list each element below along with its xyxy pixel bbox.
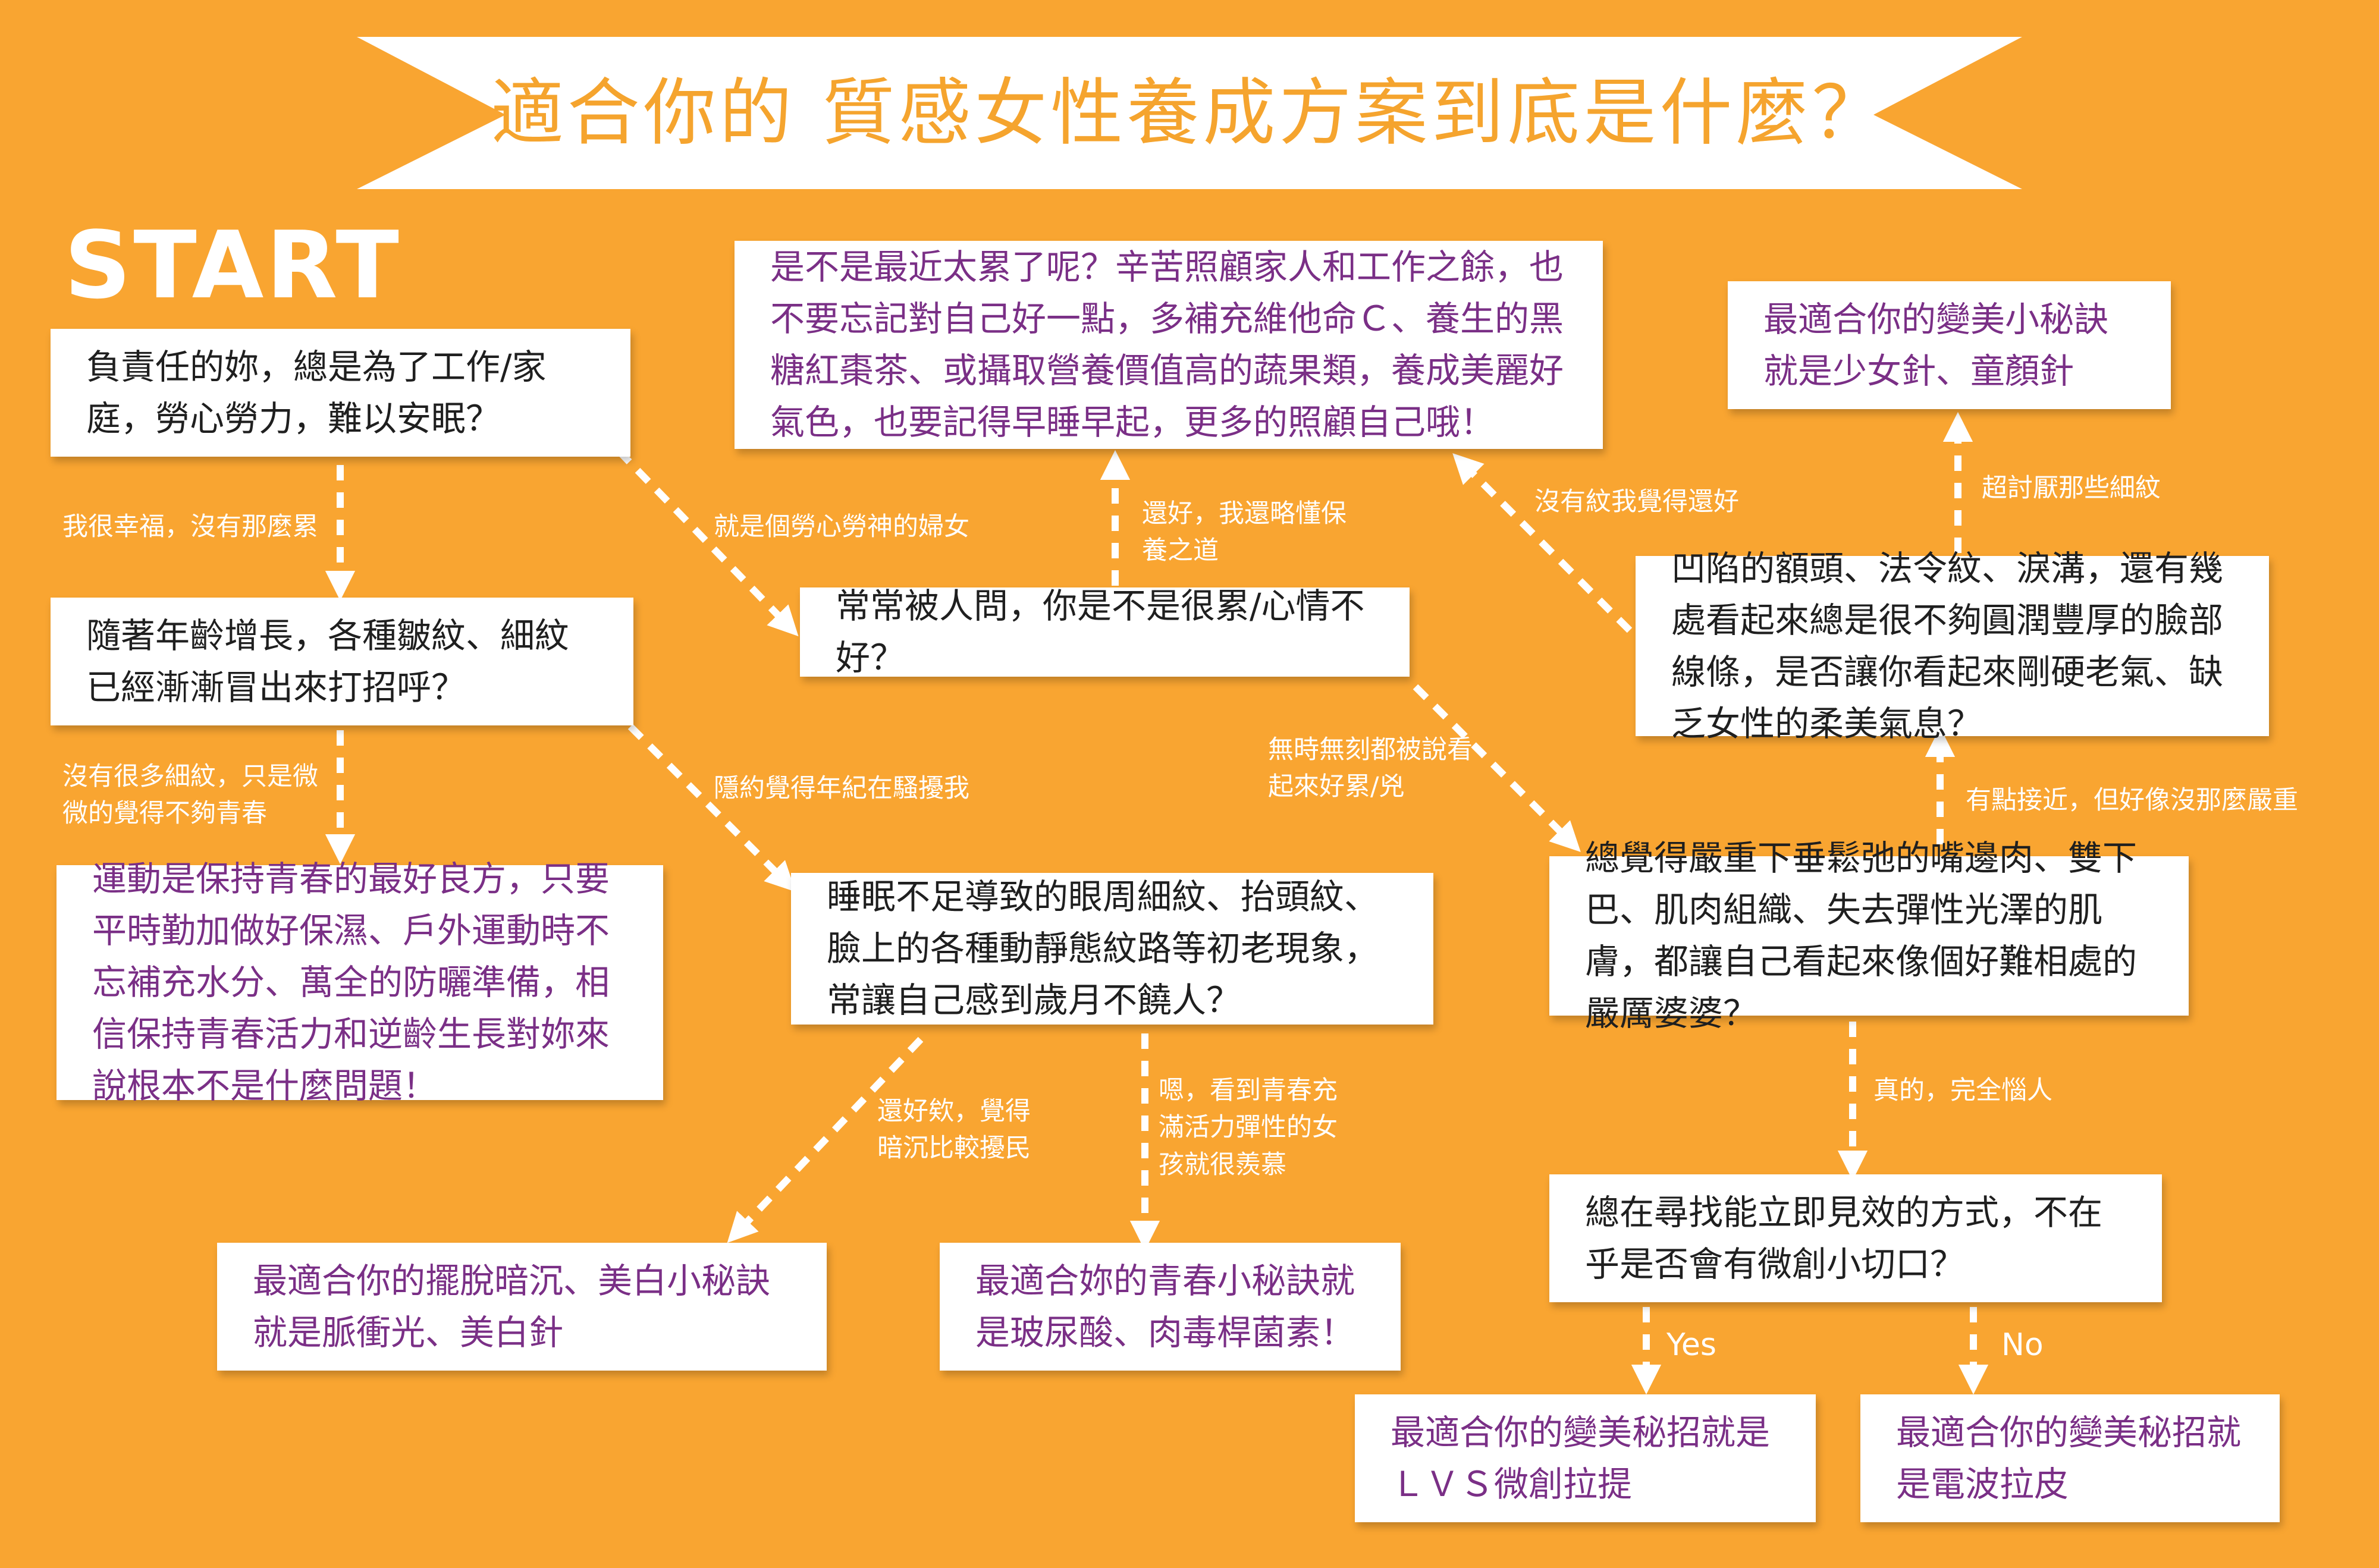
result-rf: 最適合你的變美秘招就是電波拉皮 — [1860, 1394, 2280, 1522]
arrow-q4-to-whiten — [727, 1036, 924, 1243]
arrow-q2-to-q4 — [627, 724, 796, 892]
arrow-q6-to-rest — [1452, 453, 1633, 633]
start-label: START — [64, 211, 401, 319]
edge-label-ok-know: 還好，我還略懂保養之道 — [1142, 499, 1347, 566]
edge-label-few-lines: 沒有很多細紋，只是微微的覺得不夠青春 — [62, 762, 318, 829]
edge-label-age-bother: 隱約覺得年紀在騷擾我 — [714, 774, 969, 803]
question-q3: 常常被人問，你是不是很累/心情不好？ — [800, 586, 1410, 678]
page-title: 適合你的 質感女性養成方案到底是什麼？ — [491, 71, 1888, 155]
question-q2: 隨著年齡增長，各種皺紋、細紋已經漸漸冒出來打招呼？ — [51, 598, 633, 725]
question-q5: 總覺得嚴重下垂鬆弛的嘴邊肉、雙下巴、肌肉組織、失去彈性光澤的肌膚，都讓自己看起來… — [1549, 838, 2189, 1033]
result-whiten: 最適合你的擺脫暗沉、美白小秘訣就是脈衝光、美白針 — [217, 1243, 827, 1371]
edge-label-no: No — [2001, 1327, 2044, 1363]
question-q6: 凹陷的額頭、法令紋、淚溝，還有幾處看起來總是很不夠圓潤豐厚的臉部線條，是否讓你看… — [1636, 548, 2269, 744]
edge-label-yes: Yes — [1666, 1327, 1716, 1363]
result-lvs: 最適合你的變美秘招就是ＬＶＳ微創拉提 — [1355, 1394, 1816, 1522]
arrow-q3-to-q5 — [1413, 684, 1581, 852]
question-q7: 總在尋找能立即見效的方式，不在乎是否會有微創小切口？ — [1549, 1174, 2162, 1302]
edge-label-envy: 嗯，看到青春充滿活力彈性的女孩就很羨慕 — [1159, 1076, 1338, 1180]
question-q4: 睡眠不足導致的眼周細紋、抬頭紋、臉上的各種動靜態紋路等初老現象，常讓自己感到歲月… — [791, 873, 1433, 1025]
edge-label-not-old: 沒有紋我覺得還好 — [1534, 487, 1739, 517]
edge-label-always-tired: 無時無刻都被說看起來好累/兇 — [1268, 735, 1473, 802]
result-sport: 運動是保持青春的最好良方，只要平時勤加做好保濕、戶外運動時不忘補充水分、萬全的防… — [57, 859, 663, 1106]
edge-label-hate-lines: 超討厭那些細紋 — [1982, 473, 2161, 503]
edge-label-annoyed: 真的，完全惱人 — [1873, 1076, 2052, 1105]
edge-label-tired-woman: 就是個勞心勞神的婦女 — [714, 512, 969, 542]
edge-label-dull: 還好欸，覺得暗沉比較擾民 — [877, 1096, 1031, 1164]
arrow-q1-to-q3 — [616, 448, 799, 637]
result-youth: 最適合妳的青春小秘訣就是玻尿酸、肉毒桿菌素！ — [940, 1243, 1401, 1371]
edge-label-close: 有點接近，但好像沒那麼嚴重 — [1966, 785, 2298, 815]
result-rest: 是不是最近太累了呢？辛苦照顧家人和工作之餘，也不要忘記對自己好一點，多補充維他命… — [735, 241, 1603, 449]
edge-label-happy: 我很幸福，沒有那麼累 — [62, 512, 318, 542]
title-banner — [357, 37, 2022, 189]
result-needle: 最適合你的變美小秘訣就是少女針、童顏針 — [1728, 281, 2171, 409]
question-q1: 負責任的妳，總是為了工作/家庭，勞心勞力，難以安眠？ — [51, 329, 630, 457]
